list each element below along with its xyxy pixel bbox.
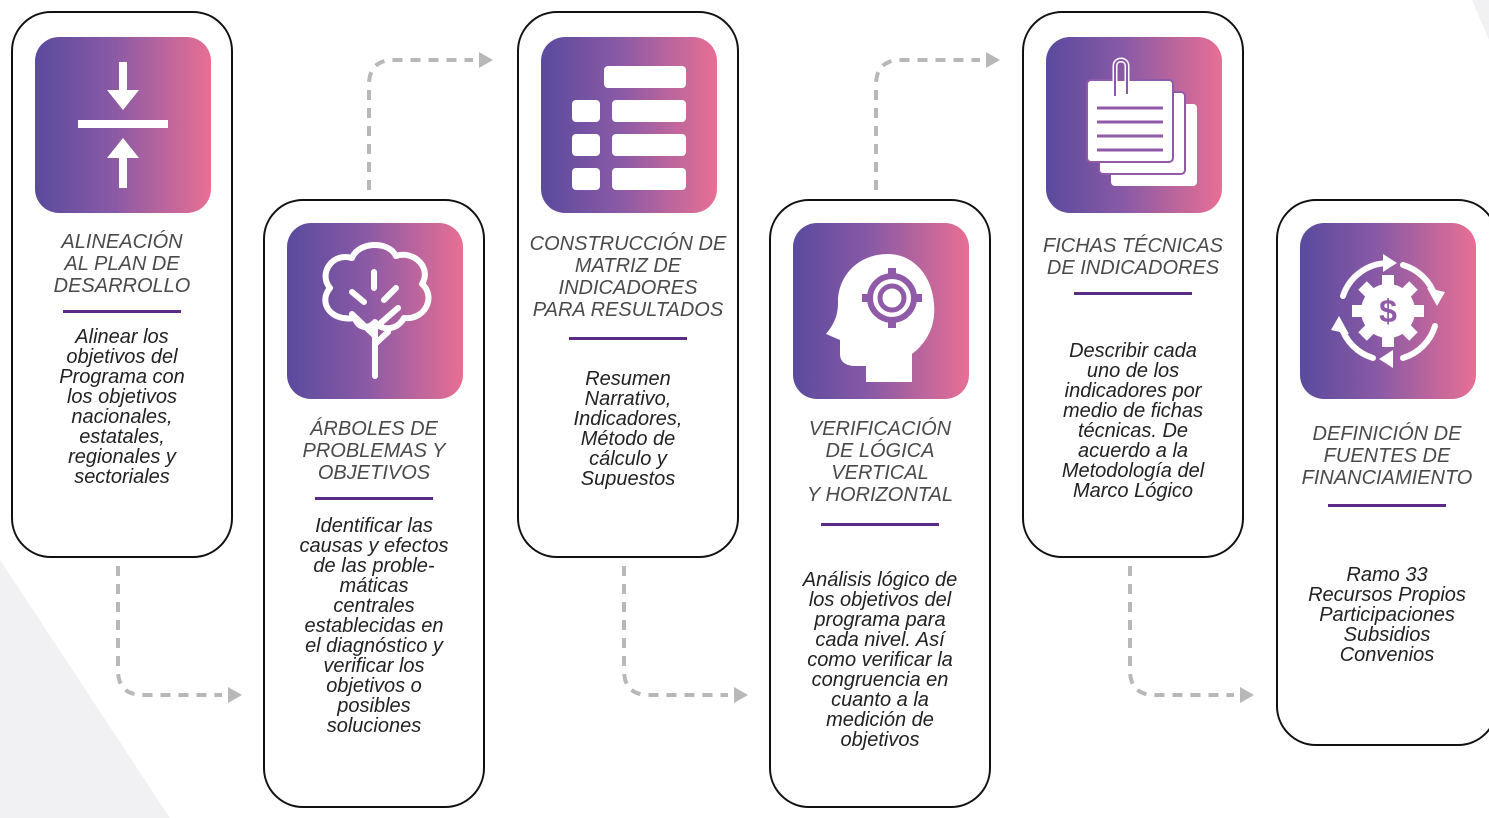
step-card-fichas: FICHAS TÉCNICAS DE INDICADORES Describir…: [1022, 11, 1244, 558]
step-title: ÁRBOLES DE PROBLEMAS Y OBJETIVOS: [302, 418, 446, 484]
svg-text:$: $: [1379, 293, 1397, 329]
title-underline: [569, 337, 687, 340]
step-title: VERIFICACIÓN DE LÓGICA VERTICAL Y HORIZO…: [807, 418, 953, 506]
connector-5-6: [1128, 566, 1234, 697]
connector-1-2: [116, 566, 222, 697]
arrowhead-5: [1240, 687, 1254, 703]
step-description: Describir cada uno de los indicadores po…: [1061, 340, 1205, 502]
title-underline: [1328, 504, 1446, 507]
connector-3-4: [622, 566, 728, 697]
arrowhead-4: [986, 52, 1000, 68]
arrowhead-3: [734, 687, 748, 703]
step-description: Identificar las causas y efectos de las …: [299, 515, 449, 737]
step-description: Resumen Narrativo, Indicadores, Método d…: [573, 368, 683, 490]
step-card-alineacion: ALINEACIÓN AL PLAN DE DESARROLLO Alinear…: [11, 11, 233, 558]
step-title: CONSTRUCCIÓN DE MATRIZ DE INDICADORES PA…: [529, 233, 727, 321]
step-title: DEFINICIÓN DE FUENTES DE FINANCIAMIENTO: [1301, 423, 1473, 489]
connector-2-3: [367, 58, 473, 190]
title-underline: [821, 523, 939, 526]
align-center-arrows-icon: [35, 37, 211, 213]
arrowhead-2: [479, 52, 493, 68]
title-underline: [63, 310, 181, 313]
step-title: ALINEACIÓN AL PLAN DE DESARROLLO: [53, 231, 191, 297]
step-card-arboles: ÁRBOLES DE PROBLEMAS Y OBJETIVOS Identif…: [263, 199, 485, 808]
head-gear-icon: [793, 223, 969, 399]
step-title: FICHAS TÉCNICAS DE INDICADORES: [1042, 235, 1224, 279]
money-gear-cycle-icon: $: [1300, 223, 1476, 399]
connector-4-5: [874, 58, 980, 190]
step-description: Alinear los objetivos del Programa con l…: [59, 326, 185, 488]
step-card-definicion: $ DEFINICIÓN DE FUENTES DE FINANCIAMIENT…: [1276, 199, 1489, 746]
clipped-cards-icon: [1046, 37, 1222, 213]
step-description: Ramo 33 Recursos Propios Participaciones…: [1308, 564, 1466, 666]
step-card-verificacion: VERIFICACIÓN DE LÓGICA VERTICAL Y HORIZO…: [769, 199, 991, 808]
title-underline: [315, 497, 433, 500]
step-card-construccion: CONSTRUCCIÓN DE MATRIZ DE INDICADORES PA…: [517, 11, 739, 558]
title-underline: [1074, 292, 1192, 295]
matrix-list-icon: [541, 37, 717, 213]
step-description: Análisis lógico de los objetivos del pro…: [802, 569, 958, 751]
tree-icon: [287, 223, 463, 399]
arrowhead-1: [228, 687, 242, 703]
